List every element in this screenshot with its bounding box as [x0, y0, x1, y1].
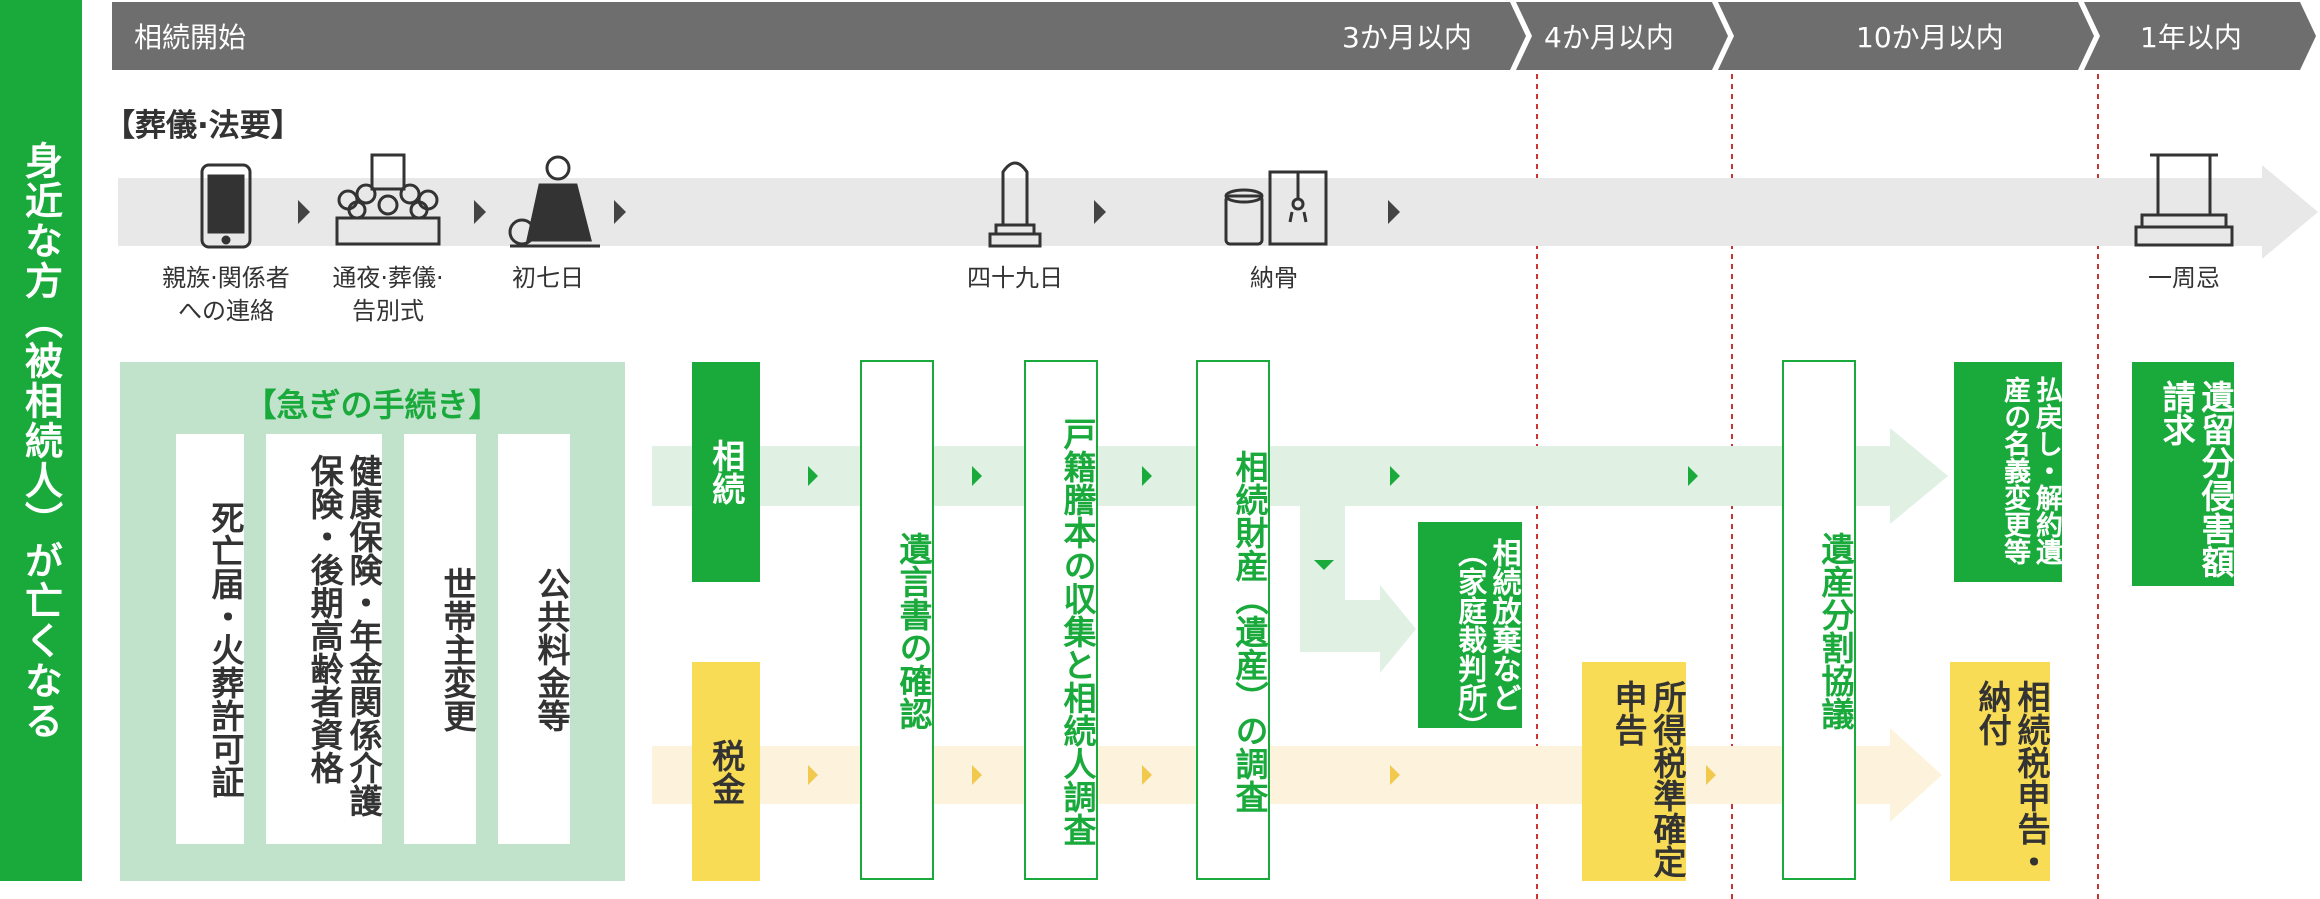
timeline-3m-label: 3か月以内 — [1342, 21, 1472, 54]
inheritance-flow-arrow — [652, 428, 1948, 524]
inherit-step-marker — [972, 466, 982, 486]
funeral-step-marker — [1388, 200, 1400, 224]
grave-icon — [2134, 153, 2234, 247]
step-family-register: 戸籍謄本の収集と相続人調査 — [1024, 360, 1098, 880]
event-label-first-anniversary: 一周忌 — [2148, 264, 2220, 292]
funeral-step-marker — [614, 200, 626, 224]
timeline-segment-10m — [1718, 2, 2094, 70]
event-label-line: 親族·関係者 — [162, 264, 290, 292]
step-estate-division: 遺産分割協議 — [1782, 360, 1856, 880]
urgent-procedures-title: 【急ぎの手続き】 — [244, 386, 501, 424]
step-income-tax-return: 所得税準確定申告 — [1582, 662, 1687, 881]
step-renunciation: 相続放棄など（家庭裁判所） — [1418, 522, 1522, 741]
funeral-section-title: 【葬儀·法要】 — [104, 108, 302, 144]
funeral-step-marker — [298, 200, 310, 224]
timeline-segment-1y — [2084, 2, 2316, 70]
timeline-start-label: 相続開始 — [134, 21, 247, 54]
tax-flow-arrow — [652, 728, 1942, 822]
urgent-card-householder: 世帯主変更 — [404, 434, 477, 844]
step-inheritance-tax-return: 相続税申告・納付 — [1950, 662, 2051, 881]
urgent-card-insurance-pension: 健康保険・年金関係介護保険・後期高齢者資格 — [266, 434, 383, 844]
urn-icon — [1224, 170, 1328, 246]
urgent-card-utilities: 公共料金等 — [498, 434, 571, 844]
inherit-step-marker — [1142, 466, 1152, 486]
category-inheritance: 相続 — [692, 362, 760, 582]
step-asset-survey: 相続財産（遺産）の調査 — [1196, 360, 1270, 880]
monk-icon — [508, 155, 600, 248]
timeline-4m-label: 4か月以内 — [1544, 21, 1674, 54]
timeline-10m-label: 10か月以内 — [1856, 21, 2004, 54]
renounce-branch-arrow — [1300, 506, 1416, 673]
tax-step-marker — [1390, 765, 1400, 785]
step-will-check: 遺言書の確認 — [860, 360, 934, 880]
urgent-card-death-notice: 死亡届・火葬許可証 — [176, 434, 245, 844]
funeral-step-marker — [474, 200, 486, 224]
tax-step-marker — [808, 765, 818, 785]
funeral-altar-icon — [335, 153, 441, 246]
event-label-49th-day: 四十九日 — [967, 264, 1063, 292]
event-label-line: 告別式 — [351, 297, 424, 325]
tax-step-marker — [1706, 765, 1716, 785]
event-label-line: 通夜·葬儀· — [332, 264, 444, 292]
inherit-step-marker — [808, 466, 818, 486]
event-label-contact: 親族·関係者 への連絡 — [162, 262, 290, 328]
funeral-step-marker — [1094, 200, 1106, 224]
tax-step-marker — [972, 765, 982, 785]
step-reserved-portion-claim: 遺留分侵害額請求 — [2132, 362, 2235, 586]
deceased-sidebar: 身近な方（被相続人）が亡くなる — [0, 0, 82, 881]
step-transfer-name: 払戻し・解約遺産の名義変更等 — [1954, 362, 2062, 582]
renounce-down-marker — [1314, 560, 1334, 570]
event-label-line: への連絡 — [177, 297, 274, 325]
timeline-segment-4m — [1516, 2, 1728, 70]
inherit-step-marker — [1688, 466, 1698, 486]
timeline-segment-start — [112, 2, 1526, 70]
funeral-flow-arrow — [118, 165, 2318, 259]
event-label-first-seventh: 初七日 — [512, 264, 584, 292]
event-label-interment: 納骨 — [1250, 264, 1298, 292]
inherit-step-marker — [1390, 466, 1400, 486]
smartphone-icon — [200, 163, 252, 249]
memorial-tablet-icon — [988, 161, 1042, 248]
timeline-1y-label: 1年以内 — [2140, 21, 2242, 54]
tax-step-marker — [1142, 765, 1152, 785]
event-label-funeral: 通夜·葬儀· 告別式 — [332, 262, 443, 328]
category-tax: 税金 — [692, 662, 760, 881]
